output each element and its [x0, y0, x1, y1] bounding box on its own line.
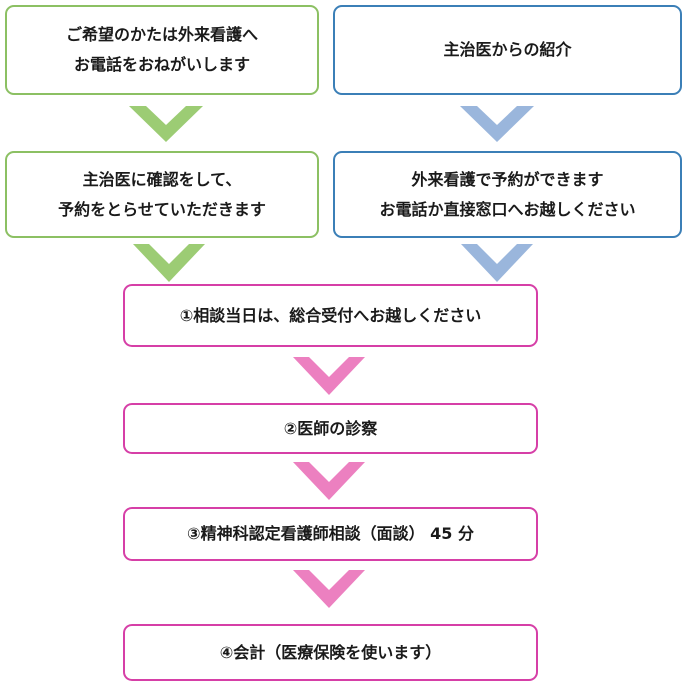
right-down-arrow-1	[460, 106, 534, 142]
pink-down-arrow-1	[293, 357, 365, 395]
right-step2-line2: お電話か直接窓口へお越しください	[379, 199, 636, 219]
left-step1-line2: お電話をおねがいします	[73, 55, 250, 74]
step4-box: ④会計（医療保険を使います）	[123, 624, 538, 681]
right-step1-box: 主治医からの紹介	[333, 5, 682, 95]
pink-down-arrow-3	[293, 570, 365, 608]
step3-text: ③精神科認定看護師相談（面談） 45 分	[187, 524, 474, 543]
step2-text: ②医師の診察	[283, 418, 378, 438]
right-step2-box: 外来看護で予約ができます お電話か直接窓口へお越しください	[333, 151, 682, 238]
step1-box: ①相談当日は、総合受付へお越しください	[123, 284, 538, 347]
step4-text: ④会計（医療保険を使います）	[219, 642, 442, 662]
right-down-arrow-2	[461, 244, 533, 282]
right-step1-line1: 主治医からの紹介	[443, 40, 572, 59]
step1-text: ①相談当日は、総合受付へお越しください	[179, 305, 482, 325]
left-down-arrow-1	[129, 106, 203, 142]
pink-down-arrow-2	[293, 462, 365, 500]
left-down-arrow-2	[133, 244, 205, 282]
step3-box: ③精神科認定看護師相談（面談） 45 分	[123, 507, 538, 561]
left-step2-box: 主治医に確認をして、 予約をとらせていただきます	[5, 151, 319, 238]
right-step2-line1: 外来看護で予約ができます	[411, 169, 604, 189]
left-step2-line1: 主治医に確認をして、	[82, 169, 242, 189]
left-step2-line2: 予約をとらせていただきます	[58, 199, 266, 219]
left-step1-box: ご希望のかたは外来看護へ お電話をおねがいします	[5, 5, 319, 95]
left-step1-line1: ご希望のかたは外来看護へ	[65, 25, 258, 44]
step2-box: ②医師の診察	[123, 403, 538, 454]
